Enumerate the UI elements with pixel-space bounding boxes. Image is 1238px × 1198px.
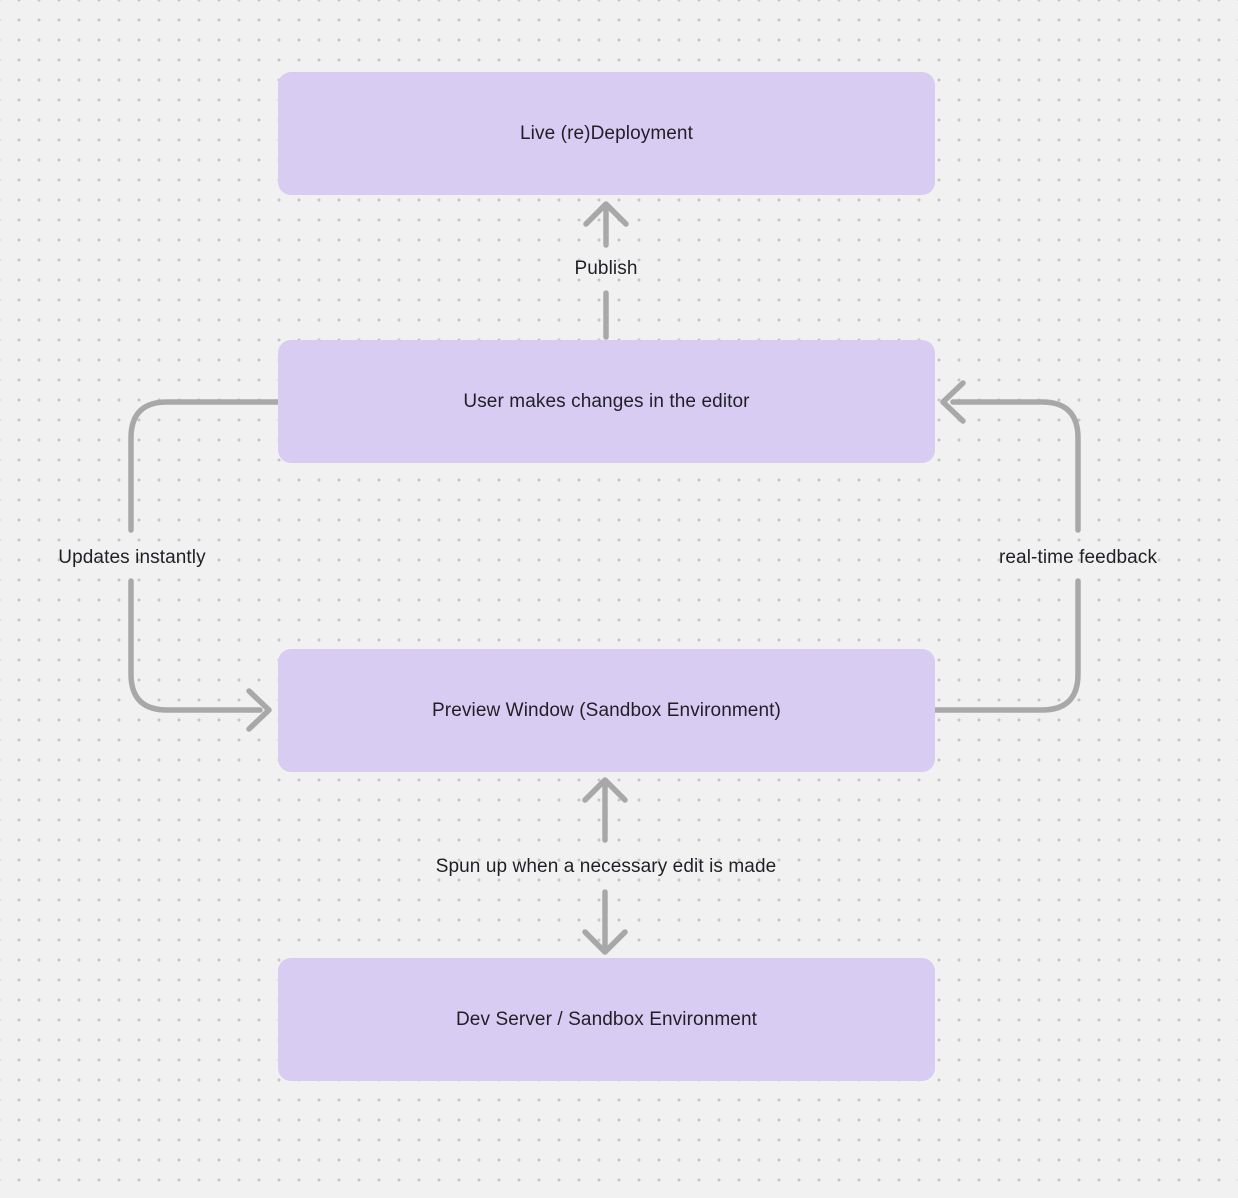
node-label: Preview Window (Sandbox Environment) xyxy=(432,699,781,721)
arrow-up-icon xyxy=(583,201,629,227)
edge-label-spun-up: Spun up when a necessary edit is made xyxy=(435,856,777,877)
arrow-left-icon xyxy=(940,380,966,424)
edge-realtime-feedback-arrow xyxy=(932,380,1081,713)
node-label: Live (re)Deployment xyxy=(520,122,693,144)
node-user-changes: User makes changes in the editor xyxy=(278,340,935,463)
arrow-up-icon xyxy=(582,777,628,803)
edge-label-realtime-feedback: real-time feedback xyxy=(998,547,1158,568)
edge-label-updates-instantly: Updates instantly xyxy=(58,547,206,568)
edge-publish-arrow xyxy=(583,201,629,340)
node-dev-server: Dev Server / Sandbox Environment xyxy=(278,958,935,1081)
node-label: Dev Server / Sandbox Environment xyxy=(455,1008,757,1030)
arrow-down-icon xyxy=(582,929,628,955)
edge-updates-instantly-arrow xyxy=(128,399,281,732)
node-preview-window: Preview Window (Sandbox Environment) xyxy=(278,649,935,772)
edge-spun-up-arrow xyxy=(582,777,628,955)
node-label: User makes changes in the editor xyxy=(463,390,750,412)
edge-label-publish: Publish xyxy=(574,258,638,279)
arrow-right-icon xyxy=(246,688,272,732)
node-live-redeployment: Live (re)Deployment xyxy=(278,72,935,195)
